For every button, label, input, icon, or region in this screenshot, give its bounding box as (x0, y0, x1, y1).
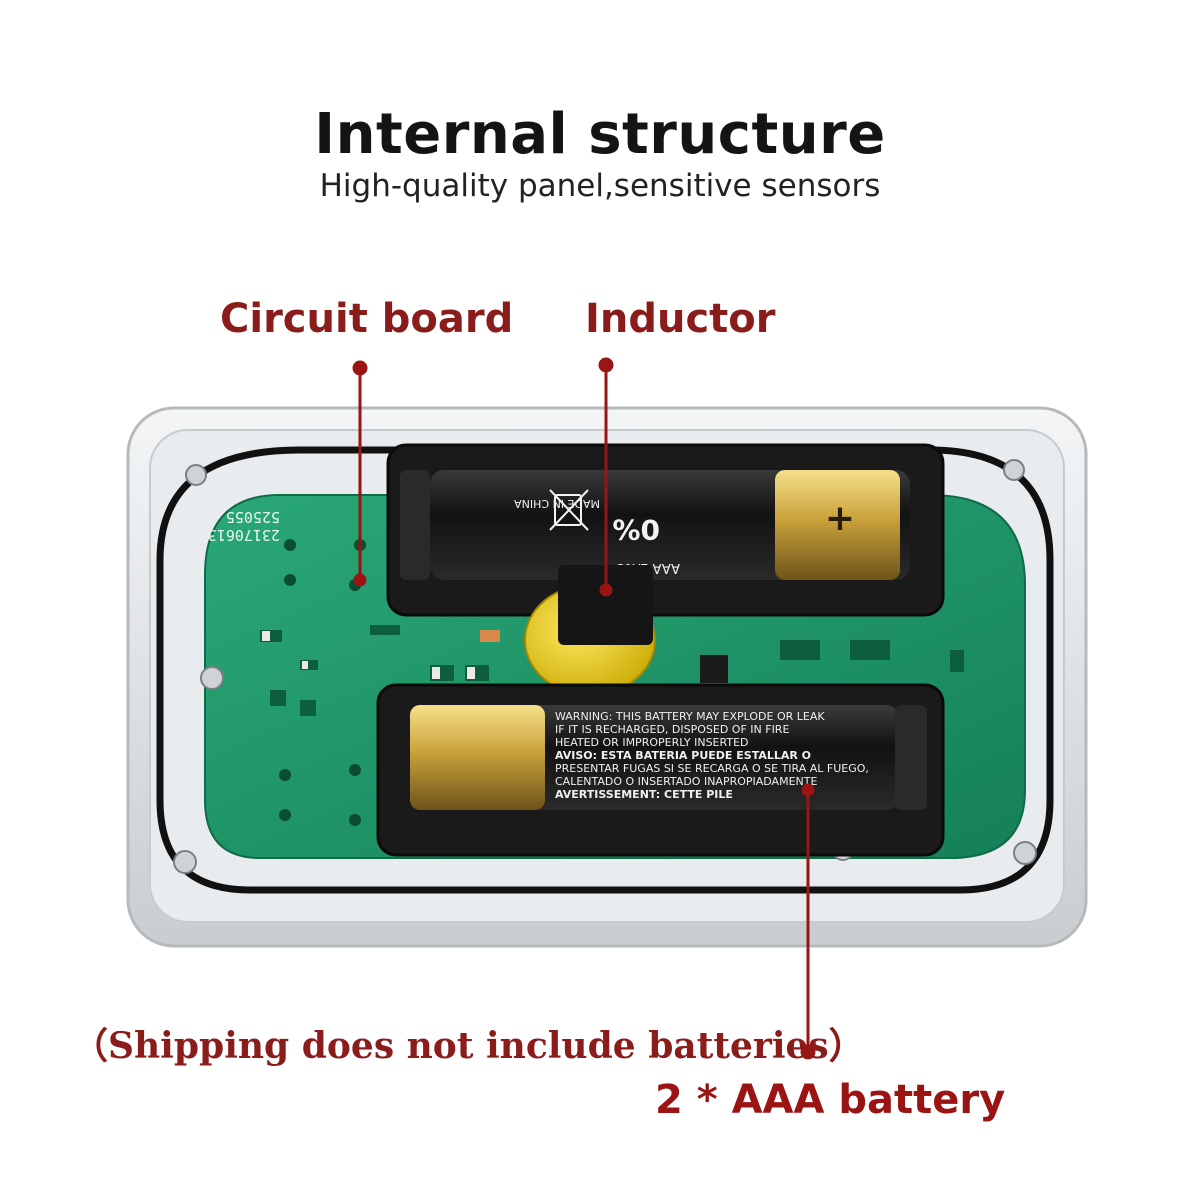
battery-bottom-warning: WARNING: THIS BATTERY MAY EXPLODE OR LEA… (555, 710, 869, 801)
leader-dot-battery-top (801, 783, 815, 797)
pcb-code-1: 525055 (226, 508, 280, 526)
leader-dot-circuit-end (353, 573, 367, 587)
page-subtitle: High-quality panel,sensitive sensors (319, 168, 881, 204)
pcb-vias (279, 539, 366, 826)
battery-bottom-spring (895, 705, 927, 810)
pcb-code-2: 23170613 (208, 526, 280, 544)
rubber-gasket (156, 446, 1054, 894)
battery-top-origin: MADE IN CHINA (514, 497, 600, 510)
inductor-core (558, 565, 653, 645)
pcb-smd-parts (262, 630, 500, 679)
svg-text:HEATED OR IMPROPERLY INSERTED: HEATED OR IMPROPERLY INSERTED (555, 736, 749, 749)
svg-text:IF IT IS RECHARGED, DISPOSED O: IF IT IS RECHARGED, DISPOSED OF IN FIRE (555, 723, 789, 736)
svg-text:PRESENTAR FUGAS SI SE RECARGA: PRESENTAR FUGAS SI SE RECARGA O SE TIRA … (555, 762, 869, 775)
leader-lines (352, 357, 816, 1060)
leader-dot-inductor-top (598, 357, 614, 373)
page-title: Internal structure (314, 102, 886, 167)
svg-text:WARNING: THIS BATTERY MAY EXPL: WARNING: THIS BATTERY MAY EXPLODE OR LEA… (555, 710, 825, 723)
shipping-note: （Shipping does not include batteries） (72, 1025, 865, 1067)
battery-top-percent: 0% (612, 513, 660, 546)
leader-dot-battery-end (800, 1044, 816, 1060)
svg-text:AVISO: ESTA BATERIA PUEDE ESTA: AVISO: ESTA BATERIA PUEDE ESTALLAR O (555, 749, 811, 762)
callout-battery: 2 * AAA battery (655, 1077, 1006, 1123)
battery-top-cap (775, 470, 900, 580)
svg-text:AVERTISSEMENT: CETTE PILE: AVERTISSEMENT: CETTE PILE (555, 788, 733, 801)
recycle-bin-icon (549, 489, 589, 531)
battery-top-plus: + (825, 498, 855, 539)
battery-bottom-cap (410, 705, 545, 810)
callout-inductor: Inductor (585, 296, 776, 342)
leader-dot-inductor-end (599, 583, 613, 597)
leader-dot-circuit-top (352, 360, 368, 376)
battery-top-spring (400, 470, 430, 580)
callout-circuit-board: Circuit board (220, 296, 514, 342)
svg-text:CALENTADO O INSERTADO INAPROPI: CALENTADO O INSERTADO INAPROPIADAMENTE (555, 775, 817, 788)
